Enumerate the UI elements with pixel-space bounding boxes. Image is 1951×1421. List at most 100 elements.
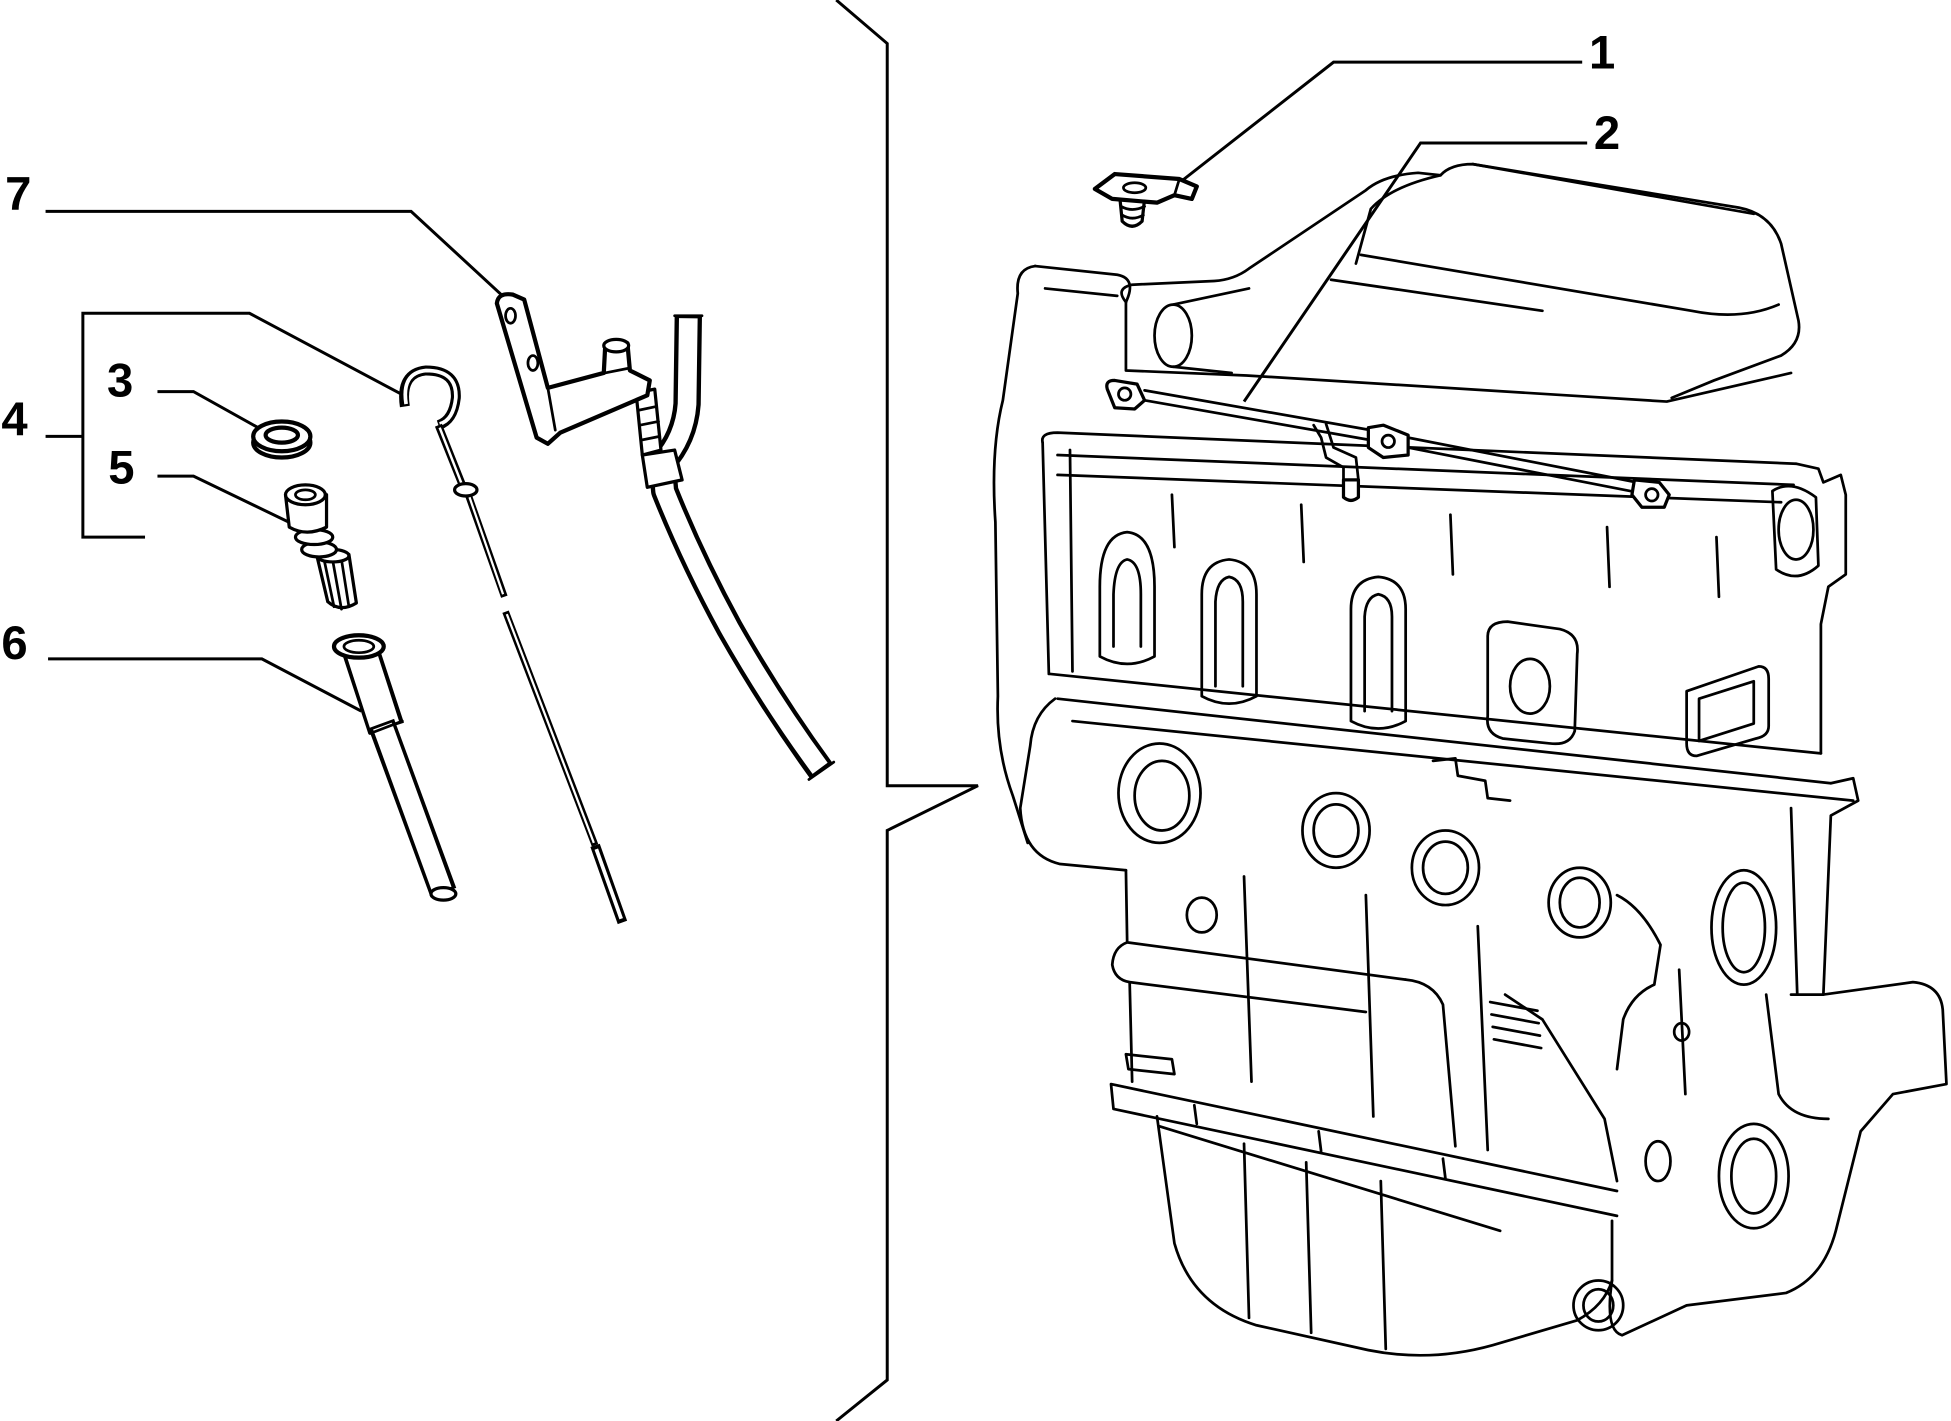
callout-number-4: 4 xyxy=(1,393,28,446)
engine-oil-filler-neck xyxy=(1153,303,1194,369)
engine-core-plug-outer xyxy=(1301,791,1371,870)
bracket-hole-lower xyxy=(526,354,540,372)
engine-housing-hole xyxy=(1644,1139,1672,1183)
wire-lead-right-span xyxy=(1406,436,1639,494)
group-bracket-4 xyxy=(81,311,405,539)
part-3-seal-ring xyxy=(251,419,313,460)
engine-block-hatching xyxy=(1488,1000,1543,1050)
engine-block-right-edge xyxy=(1789,776,1860,996)
tube-step-line xyxy=(368,719,404,735)
engine-head-boss xyxy=(1771,484,1820,578)
part-1-bracket xyxy=(1092,171,1199,228)
bracket-neck-ribs xyxy=(637,405,662,442)
guide-tube-inner xyxy=(652,318,828,774)
engine-oil-pan-ribs xyxy=(1158,1124,1502,1351)
wire-terminal-right xyxy=(1630,478,1671,509)
bracket-screw-threads xyxy=(1119,205,1146,220)
engine-block-boss xyxy=(1185,896,1219,934)
engine-flywheel-housing xyxy=(1608,980,1948,1337)
bracket-tab-fold xyxy=(1173,177,1181,197)
engine-side-bore-outer xyxy=(1710,868,1778,986)
engine-housing-boss xyxy=(1582,1287,1615,1323)
engine-core-plug xyxy=(1558,876,1601,929)
callout-number-3: 3 xyxy=(107,355,133,408)
seal-ring-hole xyxy=(263,425,301,445)
tube-lower-inner xyxy=(373,722,452,894)
engine-intake-port xyxy=(1200,558,1258,706)
engine-timing-cover-top xyxy=(1033,264,1132,304)
wire-terminal-left-eye xyxy=(1117,386,1133,402)
engine-rocker-cover-ridges xyxy=(1329,162,1780,316)
engine-rocker-cover xyxy=(1120,162,1801,400)
plug-cap-recess xyxy=(294,488,317,502)
engine-exhaust-port xyxy=(1685,664,1771,758)
wire-clip xyxy=(1366,423,1410,460)
engine-head-dividers xyxy=(1170,493,1721,599)
engine-pan-rail-block xyxy=(1124,1052,1176,1076)
engine-oil-pan-rail xyxy=(1109,1082,1619,1218)
dipstick-tip-inner xyxy=(594,848,623,920)
engine-block-ribs xyxy=(1242,875,1619,1183)
engine-intake-port xyxy=(1098,530,1156,666)
callout-numbers: 1 2 3 4 5 6 7 xyxy=(1,26,1620,670)
plug-cap-top xyxy=(283,483,327,507)
engine-rocker-cover-flange xyxy=(1124,300,1793,403)
dipstick-washer xyxy=(452,481,479,498)
engine-core-plug-outer xyxy=(1547,866,1613,939)
dipstick-neck-inner xyxy=(438,427,464,486)
part-6-dipstick-tube xyxy=(331,633,458,902)
leader-line-1 xyxy=(1178,60,1583,184)
callout-number-7: 7 xyxy=(5,168,31,221)
tube-top-flange xyxy=(331,633,386,660)
dipstick-rod-upper-inner xyxy=(468,496,505,595)
engine-cylinder-head-top xyxy=(1040,431,1798,504)
callout-number-1: 1 xyxy=(1589,26,1615,79)
wire-lead-left-span xyxy=(1143,389,1373,442)
dipstick-ring-inner xyxy=(403,368,458,426)
engine-front-bore-outer xyxy=(1117,742,1202,845)
engine-block-lower-left xyxy=(1110,868,1408,1083)
wire-clip-hole xyxy=(1380,433,1396,449)
engine-side-bore xyxy=(1721,881,1767,974)
tube-top-opening xyxy=(342,638,376,655)
guide-tube-bottom-end xyxy=(807,760,836,781)
engine-housing-bore-outer xyxy=(1717,1122,1790,1230)
engine-housing-boss-outer xyxy=(1572,1279,1625,1332)
leader-line-7 xyxy=(45,209,510,302)
engine-block-deck xyxy=(1056,697,1855,803)
engine-cylinder-head-right xyxy=(1794,462,1848,755)
engine-side-profile xyxy=(1615,893,1830,1121)
plug-knurl-lines xyxy=(322,558,351,611)
leader-line-6 xyxy=(48,657,363,713)
callout-number-2: 2 xyxy=(1594,107,1620,160)
engine-block-front xyxy=(1018,697,1128,872)
engine-head-gasket-line xyxy=(1047,672,1823,755)
engine-front-bore-inner xyxy=(1133,759,1191,832)
engine-timing-cover xyxy=(992,264,1037,845)
part-7-dipstick-guide-tube xyxy=(494,292,836,781)
tube-bottom-end xyxy=(429,886,458,902)
engine-oil-filler-pipe xyxy=(1171,287,1251,375)
engine-cylinder-head-left xyxy=(1041,441,1074,676)
engine-housing-bore xyxy=(1730,1137,1778,1215)
part-2-wiring-lead xyxy=(1105,378,1671,509)
engine-housing-small-hole xyxy=(1672,1021,1691,1042)
engine-core-plug xyxy=(1421,840,1470,896)
leader-line-2 xyxy=(1242,141,1588,403)
wire-branch-screw xyxy=(1341,478,1361,503)
engine-intake-port xyxy=(1486,620,1579,746)
dipstick-rod-lower-inner xyxy=(505,613,595,844)
callout-number-6: 6 xyxy=(1,617,27,670)
group-separator-brace xyxy=(835,0,979,1421)
bracket-screw xyxy=(1118,194,1147,228)
bracket-hole-upper xyxy=(504,306,517,325)
leader-line-5 xyxy=(157,474,300,529)
bracket-plate-hole xyxy=(1122,181,1148,195)
bracket-pin-top xyxy=(602,337,631,354)
engine-intake-port xyxy=(1349,575,1408,730)
part-4-dipstick xyxy=(399,365,628,925)
wire-branch xyxy=(1312,422,1360,482)
callout-number-5: 5 xyxy=(108,442,134,495)
